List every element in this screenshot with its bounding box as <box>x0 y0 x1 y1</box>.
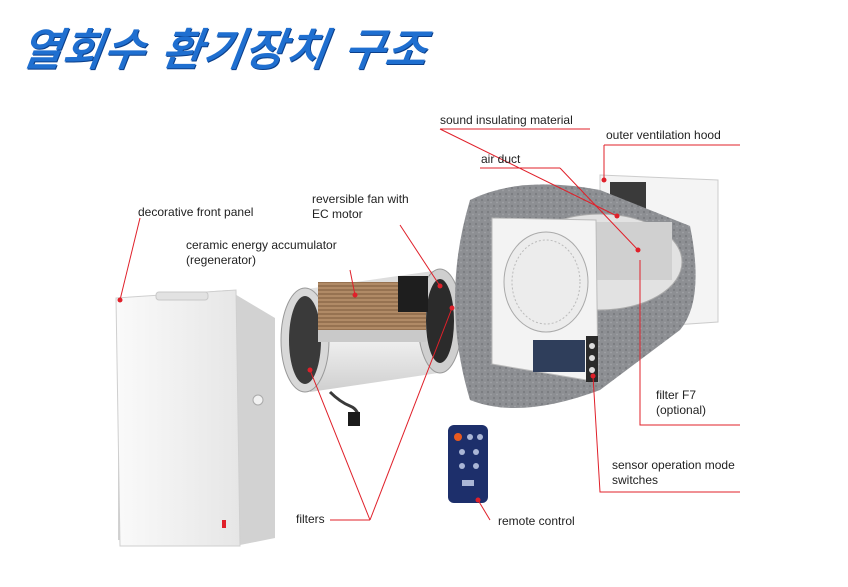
label-sensor-line1: sensor operation mode <box>612 458 735 472</box>
label-reversible-fan-line1: reversible fan with <box>312 192 409 206</box>
front-panel <box>115 289 275 547</box>
label-filters: filters <box>296 512 325 526</box>
leader-lines <box>119 128 740 521</box>
leader-dots <box>117 177 641 503</box>
label-sound-insulating: sound insulating material <box>440 113 573 127</box>
label-outer-hood: outer ventilation hood <box>606 128 721 142</box>
label-sensor-line2: switches <box>612 473 659 487</box>
label-remote-control: remote control <box>498 514 575 528</box>
label-filter-f7-line1: filter F7 <box>656 388 697 402</box>
label-decorative-panel: decorative front panel <box>138 205 254 219</box>
label-ceramic-line2: (regenerator) <box>186 253 257 267</box>
regenerator-cylinder <box>280 268 463 426</box>
inner-unit <box>491 217 599 383</box>
label-reversible-fan-line2: EC motor <box>312 207 363 221</box>
remote-control <box>448 425 488 503</box>
label-air-duct: air duct <box>481 152 521 166</box>
label-filter-f7-line2: (optional) <box>656 403 707 417</box>
label-ceramic-line1: ceramic energy accumulator <box>186 238 337 252</box>
